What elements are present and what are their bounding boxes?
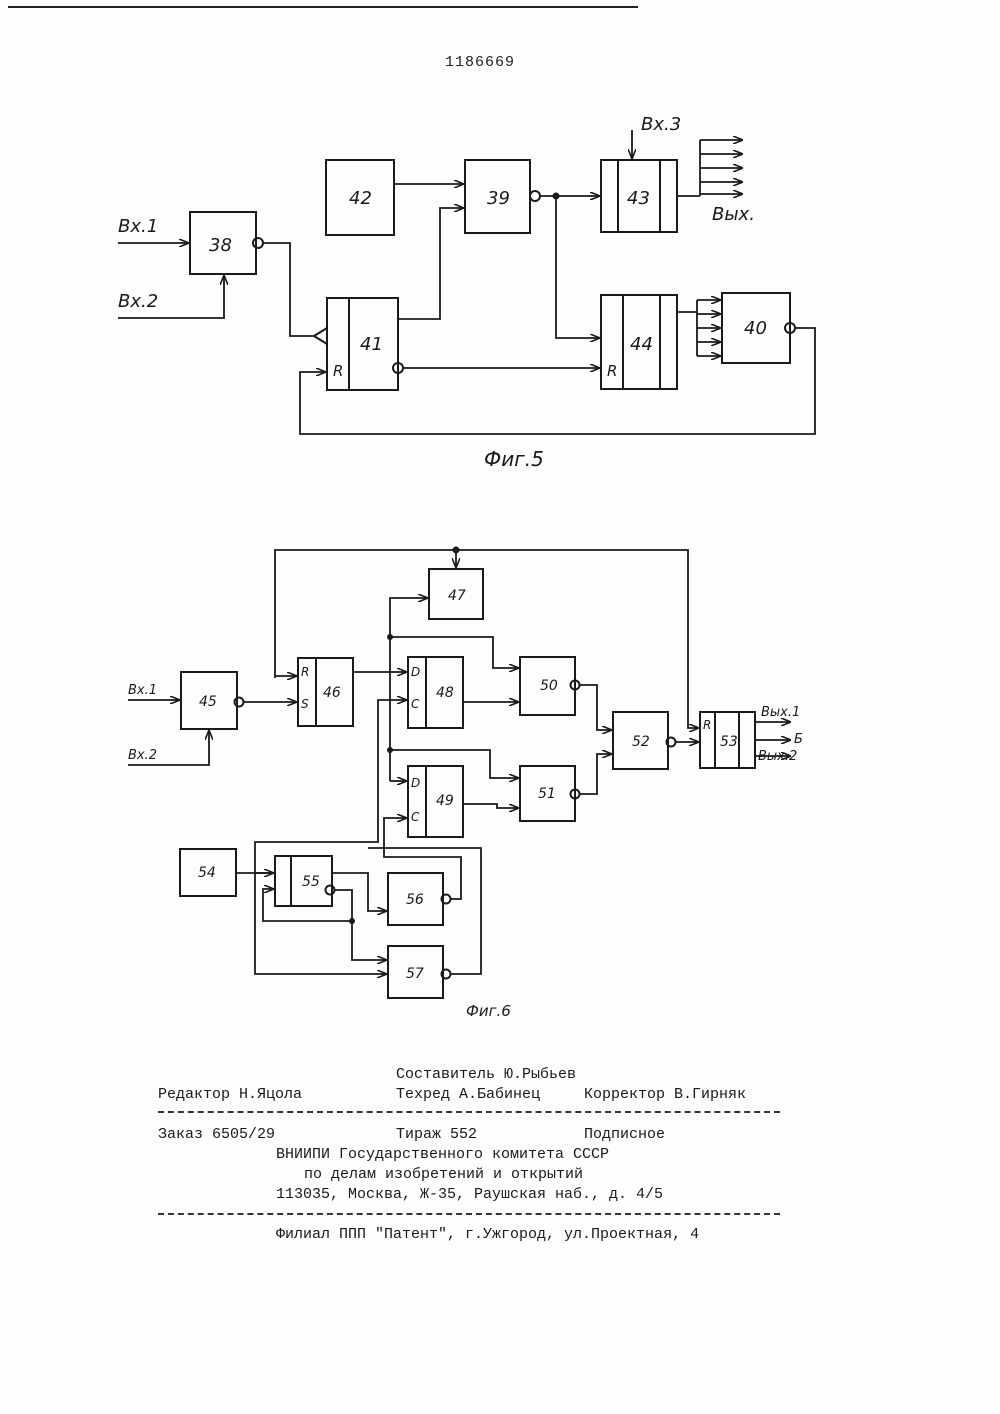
label-45: 45 (199, 694, 217, 710)
label-46-r: R (301, 665, 309, 679)
label-46-s: S (301, 697, 309, 711)
imprint-branch: Филиал ППП "Патент", г.Ужгород, ул.Проек… (276, 1226, 699, 1243)
imprint-order: Заказ 6505/29 (158, 1126, 275, 1143)
label-49-d: D (411, 776, 420, 790)
label-53: 53 (720, 734, 738, 750)
output-b-label: Б (794, 732, 803, 747)
label-41-reset: R (333, 362, 343, 380)
figure-5-caption: Фиг.5 (484, 447, 544, 471)
label-55: 55 (302, 874, 320, 890)
label-57: 57 (406, 966, 424, 982)
block-39-inverted-output (530, 191, 540, 201)
imprint-org-line-2: по делам изобретений и открытий (304, 1166, 583, 1183)
input-1-label: Вх.1 (118, 216, 158, 237)
label-56: 56 (406, 892, 424, 908)
figure-6-caption: Фиг.6 (466, 1002, 511, 1020)
block-38-inverted-output (253, 238, 263, 248)
label-44-reset: R (607, 362, 617, 380)
block-55-inverted-output (326, 886, 335, 895)
output-label: Вых. (712, 204, 755, 225)
figure-5: 38 42 39 43 41 R 44 R 40 Вх.1 Вх.2 Вх.3 … (118, 114, 815, 471)
input-3-label: Вх.3 (641, 114, 681, 135)
label-51: 51 (538, 786, 556, 802)
imprint-corrector: Корректор В.Гирняк (584, 1086, 746, 1103)
imprint-subscription: Подписное (584, 1126, 665, 1143)
label-46: 46 (323, 685, 341, 701)
label-52: 52 (632, 734, 650, 750)
output-2-label: Вых.2 (758, 749, 797, 764)
block-45-inverted-output (235, 698, 244, 707)
label-49: 49 (436, 793, 454, 809)
label-47: 47 (448, 588, 466, 604)
label-50: 50 (540, 678, 558, 694)
imprint-org-line-1: ВНИИПИ Государственного комитета СССР (276, 1146, 609, 1163)
label-53-r: R (703, 718, 711, 732)
label-54: 54 (198, 865, 216, 881)
imprint-editor: Редактор Н.Яцола (158, 1086, 302, 1103)
imprint-techred: Техред А.Бабинец (396, 1086, 540, 1103)
label-39: 39 (487, 188, 510, 209)
label-44: 44 (630, 334, 653, 355)
input-2-label: Вх.2 (118, 291, 158, 312)
label-40: 40 (744, 318, 767, 339)
label-43: 43 (627, 188, 650, 209)
imprint-divider-2 (158, 1213, 780, 1215)
imprint-address: 113035, Москва, Ж-35, Раушская наб., д. … (276, 1186, 663, 1203)
label-48-c: C (411, 697, 420, 711)
label-48: 48 (436, 685, 454, 701)
imprint-compiler: Составитель Ю.Рыбьев (396, 1066, 576, 1083)
figure-6: 45 46 R S 47 48 D C 49 D C 50 51 52 53 R… (128, 547, 803, 1021)
imprint-circulation: Тираж 552 (396, 1126, 477, 1143)
label-38: 38 (209, 235, 232, 256)
label-48-d: D (411, 665, 420, 679)
imprint-divider-1 (158, 1111, 780, 1113)
label-42: 42 (349, 188, 372, 209)
label-41: 41 (360, 334, 383, 355)
f6-input-2-label: Вх.2 (128, 748, 157, 763)
output-1-label: Вых.1 (761, 705, 800, 720)
label-49-c: C (411, 810, 420, 824)
figures-diagram: 38 42 39 43 41 R 44 R 40 Вх.1 Вх.2 Вх.3 … (0, 0, 1000, 1060)
f6-input-1-label: Вх.1 (128, 683, 157, 698)
